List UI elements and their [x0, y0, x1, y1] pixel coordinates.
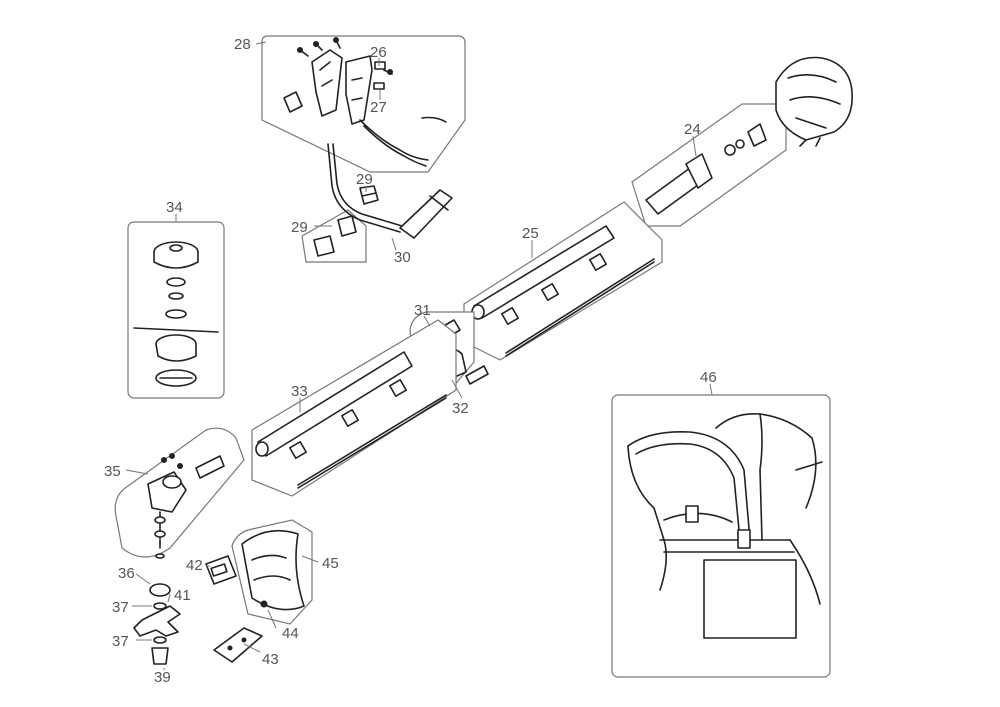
part-25-upper-shaft [463, 201, 663, 361]
callout-43: 43 [262, 651, 279, 668]
part-24-engine [631, 56, 853, 227]
callout-25: 25 [522, 225, 539, 242]
parts-36-41-blade-stack [133, 583, 181, 665]
callout-41: 41 [174, 587, 191, 604]
callout-35: 35 [104, 463, 121, 480]
callout-34: 34 [166, 199, 183, 216]
callout-29-top: 29 [356, 171, 373, 188]
part-46-harness [611, 394, 831, 678]
callout-36: 36 [118, 565, 135, 582]
part-45-guard [231, 519, 313, 625]
part-28-handle-assembly [261, 35, 466, 173]
callout-27: 27 [370, 99, 387, 116]
callout-labels: 28 26 27 29 29 30 24 25 31 32 33 34 35 3… [104, 36, 717, 686]
part-33-lower-shaft [251, 319, 457, 497]
leader-lines [125, 41, 713, 670]
callout-28: 28 [234, 36, 251, 53]
callout-37-bottom: 37 [112, 633, 129, 650]
part-29-clamp-top [359, 185, 379, 205]
callout-37-top: 37 [112, 599, 129, 616]
callout-45: 45 [322, 555, 339, 572]
part-35-gearhead [114, 427, 245, 559]
part-43-guard-plate [213, 627, 263, 663]
part-30-loop-handle [327, 143, 453, 239]
callout-46: 46 [700, 369, 717, 386]
callout-42: 42 [186, 557, 203, 574]
part-29-clamp-left [301, 209, 367, 263]
callout-32: 32 [452, 400, 469, 417]
callout-33: 33 [291, 383, 308, 400]
part-42-guard-clamp [205, 555, 237, 585]
callout-31: 31 [414, 302, 431, 319]
callout-24: 24 [684, 121, 701, 138]
callout-29-left: 29 [291, 219, 308, 236]
part-34-trimmer-head [127, 221, 225, 399]
callout-39: 39 [154, 669, 171, 686]
callout-44: 44 [282, 625, 299, 642]
callout-26: 26 [370, 44, 387, 61]
callout-30: 30 [394, 249, 411, 266]
